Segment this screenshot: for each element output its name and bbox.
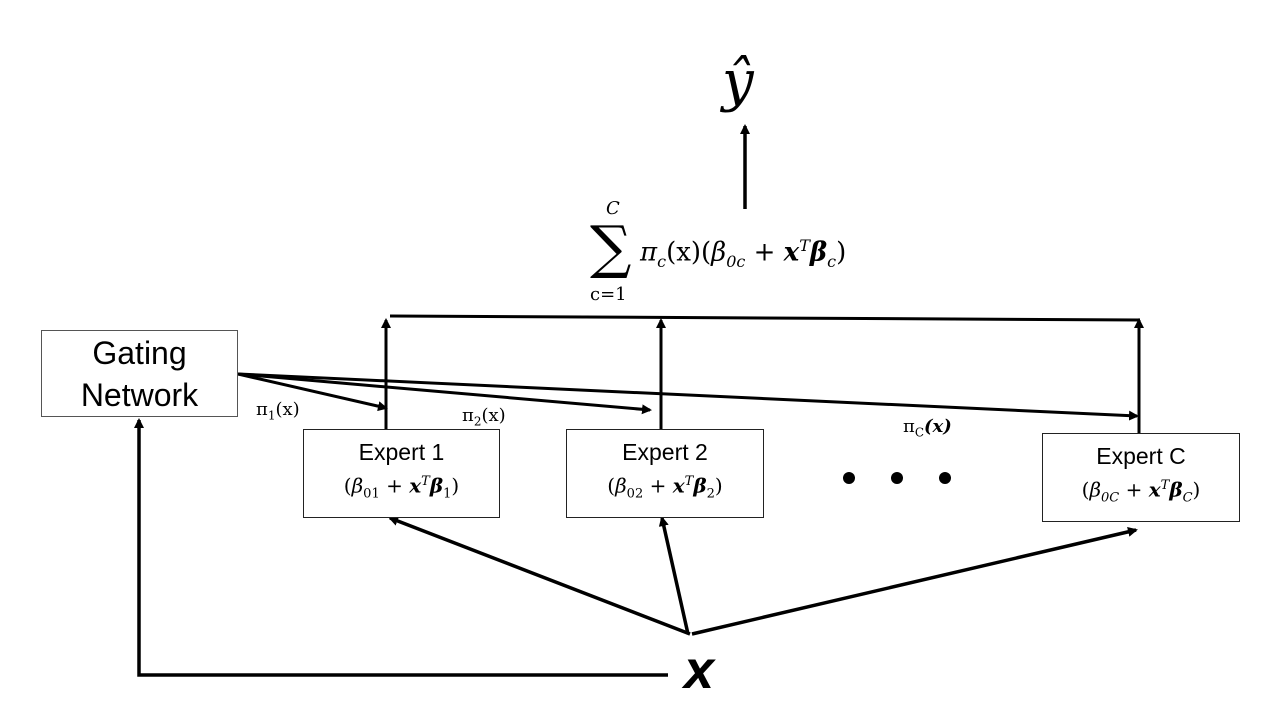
input-to-gating-arrow (134, 418, 668, 677)
sum-close-paren: ) (836, 237, 847, 268)
expert-c-plus: + (1119, 477, 1149, 502)
expert-1-x-vector: x (409, 473, 422, 498)
gating-label-line2: Network (80, 376, 199, 413)
gate-weight-1-pi: π (256, 399, 268, 420)
sum-beta: β (809, 237, 828, 268)
expert-1-transpose: T (421, 474, 430, 490)
ellipsis-dot (843, 472, 855, 484)
expert-2-box: Expert 2 (β02 + xTβ2) (566, 429, 764, 518)
expert-c-box: Expert C (β0C + xTβC) (1042, 433, 1240, 522)
gate-weight-1-arg: (x) (275, 399, 300, 420)
sum-plus: + (745, 237, 784, 268)
gate-weight-c-label: πC(x) (903, 416, 952, 440)
expert-c-transpose: T (1160, 478, 1170, 494)
sum-lower-limit: c=1 (590, 284, 627, 305)
expert-2-plus: + (643, 473, 673, 498)
sum-pi-sub: c (657, 251, 667, 271)
input-to-expert-1-arrow (388, 516, 691, 636)
gate-weight-2-sub: 2 (473, 414, 482, 429)
ellipsis-dot (891, 472, 903, 484)
sum-sigma: ∑ (590, 213, 632, 281)
sum-beta0: β (711, 237, 727, 268)
gate-weight-1-label: π1(x) (256, 399, 300, 423)
gate-weight-2-arrow (237, 372, 652, 415)
ellipsis-dots (835, 462, 965, 492)
aggregation-bar (389, 314, 1141, 322)
expert-1-beta: β (429, 473, 444, 498)
gate-weight-c-arrow (237, 372, 1139, 421)
gating-network-box: Gating Network (41, 330, 238, 417)
expert-c-name: Expert C (1096, 443, 1186, 470)
gate-weight-2-label: π2(x) (462, 405, 506, 429)
expert-c-x-vector: x (1148, 477, 1161, 502)
expert-2-beta: β (693, 473, 707, 498)
expert-2-open-paren: ( (607, 473, 616, 498)
gate-weight-c-arg: (x) (924, 416, 952, 437)
expert-2-beta0: β (615, 473, 627, 498)
sum-term: πc(x)(β0c + xTβc) (640, 236, 846, 271)
sum-pi: π (640, 237, 658, 268)
expert-1-open-paren: ( (343, 473, 352, 498)
expert-1-name: Expert 1 (358, 439, 445, 466)
expert-1-beta-sub: 1 (443, 486, 452, 502)
expert-1-box: Expert 1 (β01 + xTβ1) (303, 429, 500, 518)
expert-2-beta-sub: 2 (706, 486, 715, 502)
expert-2-x-vector: x (672, 473, 685, 498)
expert-2-close-paren: ) (714, 473, 723, 498)
expert-c-formula: (β0C + xTβC) (1082, 471, 1201, 514)
gate-weight-c-sub: C (914, 425, 925, 440)
gate-weight-1-sub: 1 (267, 408, 276, 423)
sum-transpose: T (799, 236, 810, 255)
output-y-hat: ŷ (722, 49, 754, 114)
expert-1-beta0-sub: 01 (363, 486, 380, 502)
expert-c-beta0: β (1089, 477, 1101, 502)
expert-2-formula: (β02 + xTβ2) (607, 467, 722, 510)
sum-upper-limit: C (606, 198, 620, 219)
gate-weight-c-pi: π (903, 416, 915, 437)
gate-weight-2-arg: (x) (481, 405, 506, 426)
sum-beta0-sub: 0c (726, 251, 746, 271)
expert-2-transpose: T (684, 474, 694, 490)
aggregation-formula: C ∑ c=1 πc(x)(β0c + xTβc) (590, 198, 920, 310)
expert-2-name: Expert 2 (622, 439, 708, 466)
expert-c-beta0-sub: 0C (1101, 490, 1120, 506)
expert-1-close-paren: ) (451, 473, 460, 498)
expert-c-open-paren: ( (1081, 477, 1090, 502)
expert-1-plus: + (379, 473, 410, 498)
sum-open-paren: ( (701, 237, 712, 268)
expert-1-formula: (β01 + xTβ1) (344, 467, 459, 510)
ellipsis-dot (939, 472, 951, 484)
expert-c-close-paren: ) (1192, 477, 1201, 502)
input-to-expert-2-arrow (658, 516, 690, 635)
gate-weight-2-pi: π (462, 405, 474, 426)
sum-pi-arg: (x) (666, 237, 702, 268)
input-to-expert-c-arrow (691, 526, 1138, 636)
input-x: x (684, 640, 715, 700)
gate-weight-1-arrow (237, 372, 388, 412)
sum-beta-sub: c (827, 251, 837, 271)
expert-c-beta: β (1169, 477, 1183, 502)
expert-1-beta0: β (351, 473, 364, 498)
expert-c-beta-sub: C (1182, 490, 1193, 506)
sum-x-vector: x (783, 237, 800, 268)
expert-2-beta0-sub: 02 (626, 486, 644, 502)
gating-label-line1: Gating (92, 334, 187, 371)
